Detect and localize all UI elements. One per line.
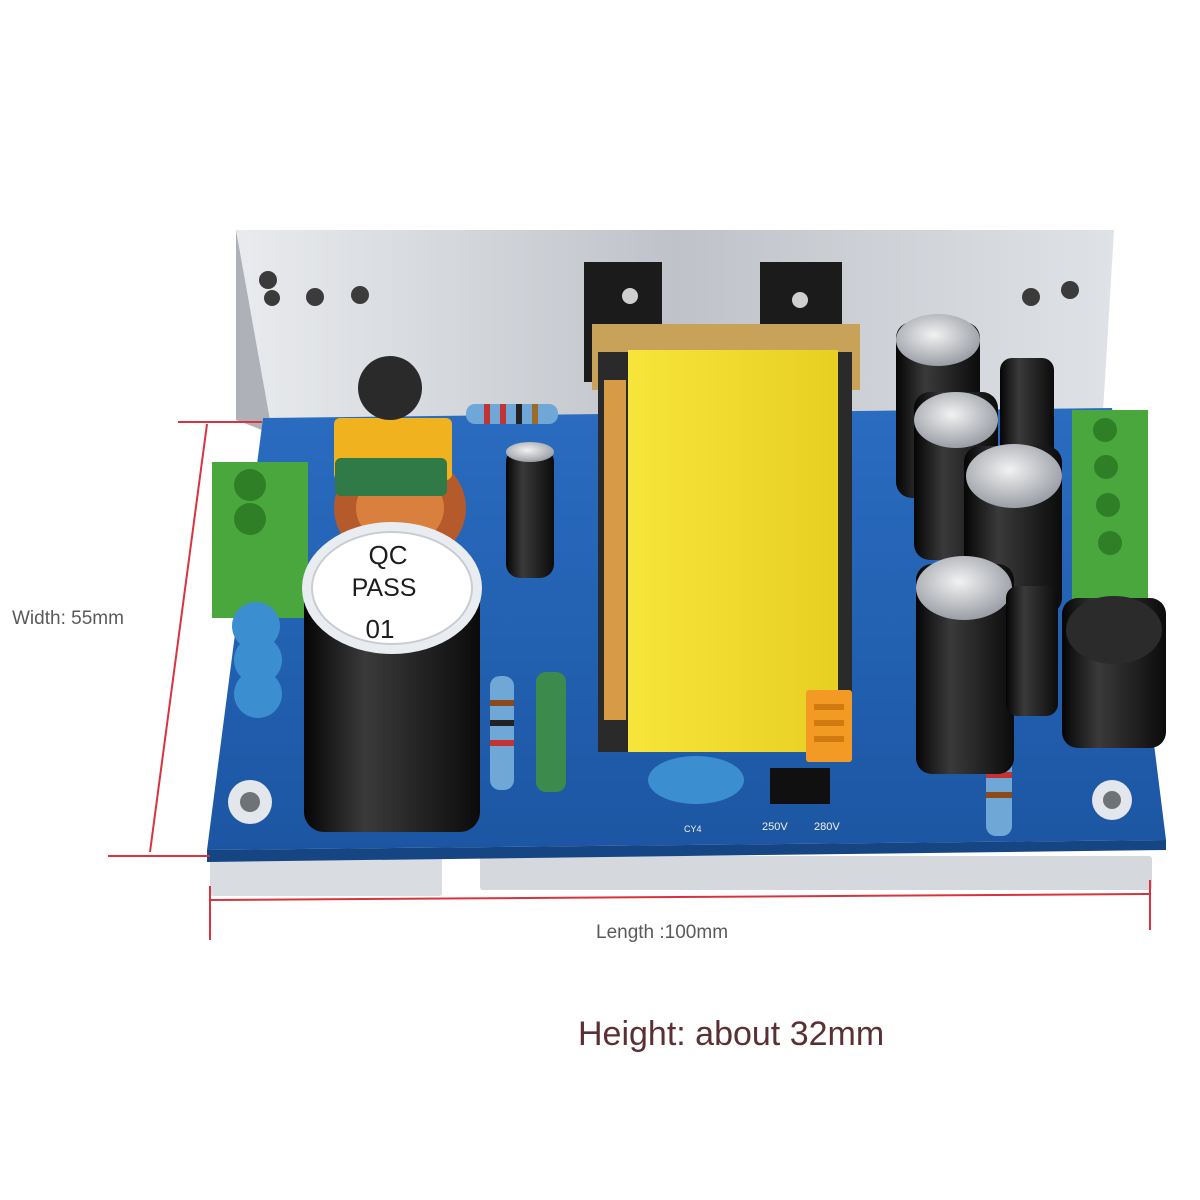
resistor-top <box>466 404 558 424</box>
cap-code-label: CY4 <box>684 824 702 834</box>
qc-pass-sticker: QC PASS 01 <box>352 540 417 644</box>
film-capacitor <box>536 672 566 792</box>
terminal-block-right <box>1072 410 1148 600</box>
mounting-holes <box>228 780 1132 824</box>
y-capacitor <box>648 756 744 804</box>
main-capacitor <box>302 522 482 832</box>
voltage-jumper <box>770 690 852 804</box>
jumper-280v-label: 280V <box>814 821 840 833</box>
width-dimension-line <box>108 421 262 857</box>
qc-line1: QC <box>369 540 408 570</box>
resistor-vertical-1 <box>490 676 514 790</box>
thermistor <box>358 356 422 420</box>
transformer <box>592 324 860 752</box>
x-capacitor <box>334 418 452 496</box>
qc-line3: 01 <box>366 614 395 644</box>
silkscreen-labels: 250V 280V CY4 <box>684 821 840 834</box>
jumper-250v-label: 250V <box>762 821 788 833</box>
base-plate <box>210 856 1152 896</box>
height-label: Height: about 32mm <box>578 1015 885 1053</box>
width-label: Width: 55mm <box>12 608 124 629</box>
length-label: Length :100mm <box>596 922 729 943</box>
terminal-block-left <box>212 462 308 618</box>
small-capacitor <box>506 442 554 578</box>
ceramic-caps-left <box>232 602 282 718</box>
output-capacitors <box>896 314 1166 774</box>
qc-line2: PASS <box>352 574 417 602</box>
length-dimension-line <box>209 880 1151 940</box>
